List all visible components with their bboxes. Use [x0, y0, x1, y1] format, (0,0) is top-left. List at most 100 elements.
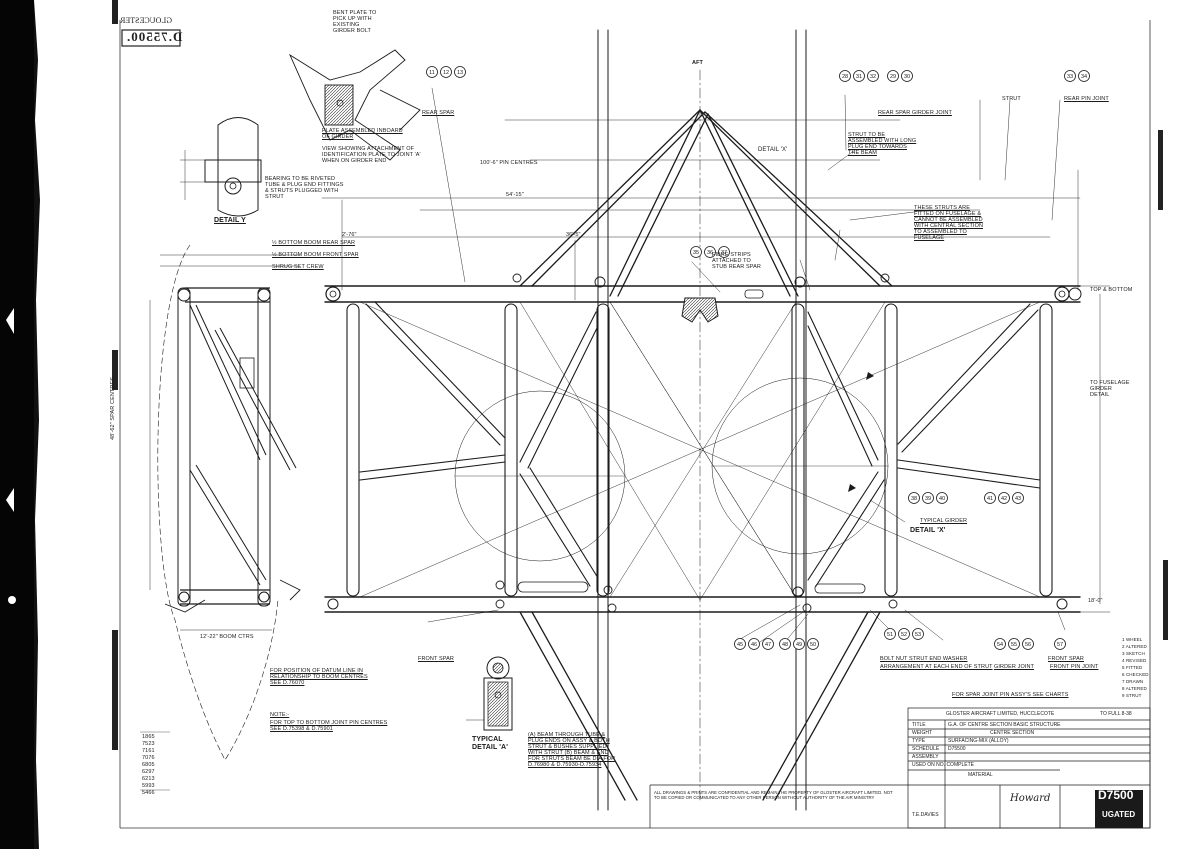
title-block-frame — [649, 707, 1151, 829]
tb-stamp-word: UGATED — [1102, 810, 1136, 819]
tb-signature: Howard — [1010, 793, 1051, 804]
strut-note-2: STRUT TO BE ASSEMBLED WITH LONG PLUG END… — [848, 132, 917, 156]
item-bubble-number: 48 — [782, 642, 788, 648]
scan-edge-left — [0, 0, 34, 849]
bottom-boom-note-1: ½ BOTTOM BOOM REAR SPAR — [272, 240, 356, 246]
dim-18: 18'-0" — [1088, 598, 1103, 604]
front-pin-joint: FRONT PIN JOINT — [1050, 664, 1099, 670]
item-bubble-number: 55 — [1011, 642, 1017, 648]
tb-firm: GLOSTER AIRCRAFT LIMITED, HUCCLECOTE — [946, 711, 1055, 717]
item-bubble-number: 47 — [765, 642, 771, 648]
edge-mark-1 — [112, 350, 118, 390]
stamp-gloucester: GLOUCESTER — [120, 16, 172, 25]
item-bubble-number: 52 — [901, 632, 907, 638]
item-bubble-number: 35 — [693, 250, 699, 256]
item-bubble-number: 53 — [915, 632, 921, 638]
item-bubble-number: 29 — [890, 74, 896, 80]
tb-type-value: SURFACING-MIX (ALLOY) — [948, 738, 1009, 744]
tb-schedule-label: SCHEDULE — [912, 746, 940, 752]
revision-entry: 1 WHEEL — [1122, 637, 1143, 642]
revision-entry: 4 REVISED — [1122, 658, 1147, 663]
main-structure — [321, 29, 1111, 811]
detail-y-drawing — [180, 117, 262, 217]
item-bubble-circle — [690, 246, 702, 258]
parts-list-entry: 7161 — [142, 748, 155, 754]
dim-36: 36'-5" — [566, 232, 581, 238]
item-bubble-circle — [1078, 70, 1090, 82]
parts-list-entry: 7523 — [142, 741, 155, 747]
detail-x-label: DETAIL 'X' — [910, 527, 946, 534]
arrangement-note: ARRANGEMENT AT EACH END OF STRUT — [880, 664, 993, 670]
parts-list-entry: 5993 — [142, 783, 155, 789]
item-bubble-circle — [1012, 492, 1024, 504]
tb-used-on: USED ON NO. COMPLETE — [912, 762, 974, 768]
item-bubble-number: 28 — [842, 74, 848, 80]
item-bubble-number: 41 — [987, 496, 993, 502]
revision-entry: 8 ALTERED — [1122, 686, 1147, 691]
item-bubble-circle — [1054, 638, 1066, 650]
tb-stamp-number: D7500 — [1098, 788, 1134, 802]
typical-girder: TYPICAL GIRDER — [920, 518, 968, 524]
stamp-box — [1095, 790, 1143, 828]
item-bubble-number: 45 — [737, 642, 743, 648]
plate-note-3: VIEW SHOWING ATTACHMENT OF IDENTIFICATIO… — [322, 146, 421, 164]
item-bubble-number: 36 — [707, 250, 713, 256]
item-bubble-circle — [922, 492, 934, 504]
item-bubble-circle — [901, 70, 913, 82]
tb-assembly-label: ASSEMBLY — [912, 754, 939, 760]
item-bubble-number: 56 — [1025, 642, 1031, 648]
item-bubble-number: 51 — [887, 632, 893, 638]
front-spar-label: FRONT SPAR — [418, 656, 454, 662]
bolt-nut-note: BOLT NUT STRUT END WASHER — [880, 656, 968, 662]
item-bubble-number: 46 — [751, 642, 757, 648]
item-bubble-circle — [912, 628, 924, 640]
dim-276: 2'-76" — [342, 232, 357, 238]
punch-hole-3 — [8, 596, 16, 604]
item-bubble-number: 30 — [904, 74, 910, 80]
tb-warning: ALL DRAWINGS & PRINTS ARE CONFIDENTIAL A… — [654, 790, 893, 800]
parts-list-entry: 6297 — [142, 769, 155, 775]
tb-title-label: TITLE — [912, 722, 926, 728]
strut-label: STRUT — [1002, 96, 1021, 102]
item-bubble-circle — [793, 638, 805, 650]
aft-label: AFT — [692, 60, 703, 66]
parts-list-entry: 6805 — [142, 762, 155, 768]
item-bubble-circle — [853, 70, 865, 82]
item-bubble-circle — [1064, 70, 1076, 82]
item-bubble-number: 42 — [1001, 496, 1007, 502]
tb-weight-label: WEIGHT — [912, 730, 932, 736]
bottom-boom-note-2: ½ BOTTOM BOOM FRONT SPAR — [272, 252, 359, 258]
note-body: FOR TOP TO BOTTOM JOINT PIN CENTRES SEE … — [270, 720, 388, 732]
parts-list-entry: 6213 — [142, 776, 155, 782]
revision-entry: 2 ALTERED — [1122, 644, 1147, 649]
joints-note: FOR SPAR JOINT PIN ASSY'S SEE CHARTS — [952, 692, 1069, 698]
rear-spar-girder-joint: REAR SPAR GIRDER JOINT — [878, 110, 952, 116]
item-bubble-circle — [1008, 638, 1020, 650]
item-bubble-circle — [936, 492, 948, 504]
plate-note-1: BENT PLATE TO PICK UP WITH EXISTING GIRD… — [333, 10, 377, 34]
tb-type-label: TYPE — [912, 738, 926, 744]
item-bubble-circle — [887, 70, 899, 82]
drawing-number-box — [121, 29, 181, 47]
dim-spar-centres: 48'-62" SPAR CENTRES — [110, 377, 116, 440]
edge-mark-2 — [112, 630, 118, 750]
item-bubble-circle — [984, 492, 996, 504]
typical-detail-title: TYPICAL DETAIL 'A' — [472, 736, 508, 751]
item-bubble-circle — [718, 246, 730, 258]
tb-scale: TO FULL 8-38 — [1100, 711, 1132, 717]
item-bubble-circle — [867, 70, 879, 82]
item-bubble-circle — [779, 638, 791, 650]
item-bubble-number: 40 — [939, 496, 945, 502]
parts-list-entry: 5466 — [142, 790, 155, 796]
dim-boom: 12'-22" BOOM CTRS — [200, 634, 254, 640]
note-heading: NOTE:- — [270, 712, 290, 718]
datum-note: FOR POSITION OF DATUM LINE IN RELATIONSH… — [270, 668, 368, 686]
girder-joint: GIRDER JOINT — [994, 664, 1035, 670]
beam-notes: (A) BEAM THROUGH TUBE & PLUG ENDS ON ASS… — [528, 732, 616, 768]
item-bubble-number: 31 — [856, 74, 862, 80]
revision-entry: 9 STRUT — [1122, 693, 1142, 698]
